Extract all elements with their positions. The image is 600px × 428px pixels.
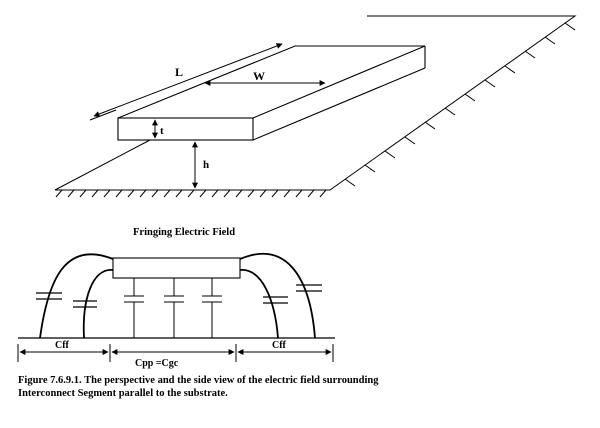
caption-line-2: Interconnect Segment parallel to the sub… [18, 388, 228, 399]
side-view [17, 253, 335, 362]
thickness-label: t [160, 125, 164, 137]
right-outer-field-line [239, 253, 316, 339]
interconnect-bar [117, 45, 426, 141]
caption-line-1: Figure 7.6.9.1. The perspective and the … [18, 375, 379, 386]
figure-caption: Figure 7.6.9.1. The perspective and the … [18, 374, 588, 400]
right-fringe-label: Cff [272, 340, 287, 351]
right-outer-capacitor [296, 284, 322, 292]
height-label: h [203, 159, 209, 171]
left-inner-field-line [82, 269, 114, 339]
substrate-hatch [55, 22, 576, 198]
side-view-title: Fringing Electric Field [133, 227, 235, 238]
center-capacitance-label: Cpp =Cgc [135, 358, 179, 369]
parallel-plate-field [124, 278, 222, 338]
left-outer-capacitor [36, 292, 62, 300]
right-inner-capacitor [263, 296, 288, 304]
left-fringe-label: Cff [55, 340, 70, 351]
length-label: L [175, 65, 183, 79]
right-inner-field-line [239, 269, 279, 339]
length-dimension [89, 43, 283, 121]
perspective-view [54, 15, 577, 198]
conductor [112, 257, 241, 279]
left-outer-field-line [39, 253, 114, 339]
width-label: W [253, 69, 265, 83]
dimension-markers [17, 344, 334, 362]
left-inner-capacitor [73, 300, 97, 308]
substrate-plane [54, 15, 577, 198]
